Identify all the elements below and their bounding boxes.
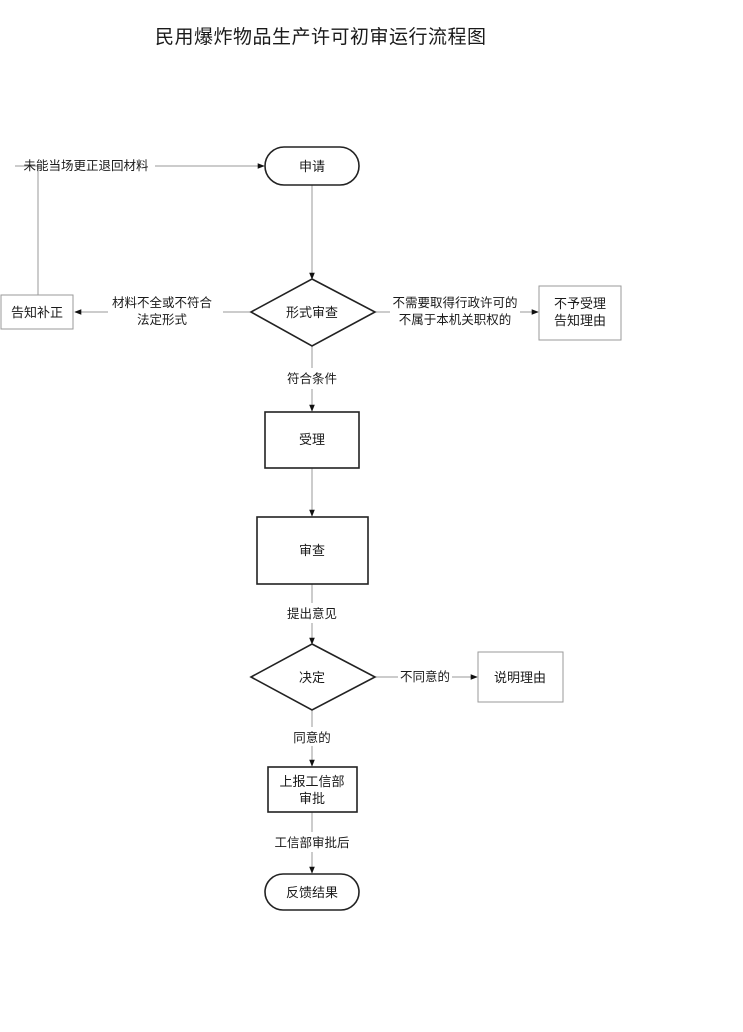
edge-label-return-materials: 未能当场更正退回材料 xyxy=(23,158,149,173)
edge-label-not-required-line1: 不需要取得行政许可的 xyxy=(392,295,517,310)
node-notify-correction-label: 告知补正 xyxy=(11,305,63,321)
edge-label-disagree: 不同意的 xyxy=(400,669,450,684)
node-explain-reason-label: 说明理由 xyxy=(494,671,546,686)
node-decision-label: 决定 xyxy=(299,671,325,686)
node-report-miit-line1: 上报工信部 xyxy=(279,775,344,790)
edge-label-after-approval: 工信部审批后 xyxy=(274,835,349,850)
node-notify-correction xyxy=(0,294,74,330)
node-feedback-label: 反馈结果 xyxy=(286,886,338,901)
node-accept xyxy=(264,411,360,469)
node-reject-notice xyxy=(538,285,622,341)
edge-notify-to-apply xyxy=(15,165,39,295)
node-decision xyxy=(249,643,377,711)
node-feedback xyxy=(264,873,360,911)
node-formal-review-label: 形式审查 xyxy=(286,306,338,321)
node-formal-review xyxy=(249,278,377,347)
edge-label-incomplete-line1: 材料不全或不符合 xyxy=(112,295,213,310)
node-review-label: 审查 xyxy=(299,544,325,559)
edge-label-incomplete-line2: 法定形式 xyxy=(137,312,188,327)
node-review xyxy=(256,516,369,585)
node-report-miit xyxy=(267,766,358,813)
node-explain-reason xyxy=(477,651,564,703)
edge-label-propose-opinion: 提出意见 xyxy=(287,606,337,621)
node-reject-notice-line1: 不予受理 xyxy=(554,297,606,312)
page-title: 民用爆炸物品生产许可初审运行流程图 xyxy=(155,26,487,48)
node-reject-notice-line2: 告知理由 xyxy=(554,313,606,329)
node-report-miit-line2: 审批 xyxy=(299,792,325,807)
edge-label-not-required-line2: 不属于本机关职权的 xyxy=(399,312,512,327)
edge-label-agree: 同意的 xyxy=(293,730,331,745)
node-apply xyxy=(264,146,360,186)
edge-label-qualified: 符合条件 xyxy=(287,371,337,386)
node-apply-label: 申请 xyxy=(299,160,325,175)
node-accept-label: 受理 xyxy=(299,433,325,448)
